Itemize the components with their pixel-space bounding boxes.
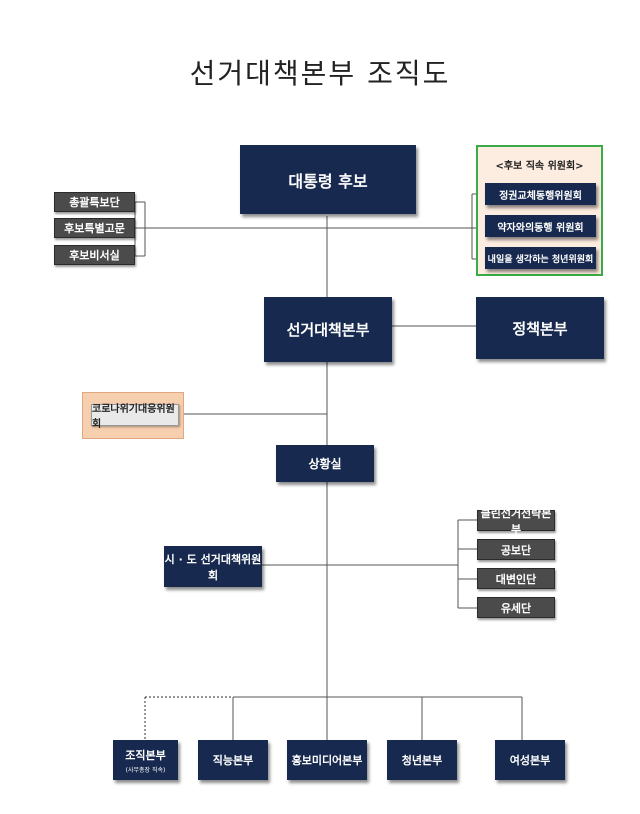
committee-item-label: 내일을 생각하는 청년위원회 [487, 254, 594, 265]
corona-committee-box: 코로나위기대응위원회 [91, 404, 179, 430]
bottom-unit-organization: 조직본부 (사무총장 직속) [113, 740, 178, 780]
situation-room-box: 상황실 [276, 445, 374, 482]
bottom-unit-sublabel: (사무총장 직속) [125, 766, 166, 774]
regional-committee-label: 시 · 도 선거대책위원회 [164, 552, 262, 582]
right-unit-4: 유세단 [477, 597, 555, 618]
aide-label: 후보특별고문 [64, 222, 125, 235]
regional-committee-box: 시 · 도 선거대책위원회 [164, 546, 262, 587]
page-title: 선거대책본부 조직도 [189, 57, 451, 90]
committee-item-3: 내일을 생각하는 청년위원회 [485, 247, 596, 269]
corona-committee-label: 코로나위기대응위원회 [92, 404, 175, 430]
committee-item-label: 약자와의동행 위원회 [497, 222, 584, 234]
bottom-unit-label: 청년본부 [401, 754, 443, 767]
policy-hq-label: 정책본부 [512, 319, 568, 338]
right-unit-label: 공보단 [500, 543, 532, 557]
right-unit-1: 클린선거전략본부 [477, 507, 555, 536]
bottom-unit-vocational: 직능본부 [198, 740, 268, 780]
corona-committee-panel: 코로나위기대응위원회 [82, 392, 184, 439]
right-unit-label: 대변인단 [495, 572, 537, 586]
aide-label: 후보비서실 [69, 249, 120, 262]
right-unit-2: 공보단 [477, 539, 555, 560]
committee-item-1: 정권교체동행위원회 [485, 183, 596, 205]
bottom-unit-media: 홍보미디어본부 [287, 740, 367, 780]
bottom-unit-label: 조직본부 [125, 748, 166, 762]
campaign-hq-label: 선거대책본부 [286, 321, 370, 339]
candidate-box: 대통령 후보 [240, 145, 416, 214]
bottom-unit-label: 홍보미디어본부 [291, 754, 363, 767]
bottom-unit-label: 직능본부 [212, 754, 254, 767]
policy-hq-box: 정책본부 [476, 297, 604, 359]
aide-box-1: 총괄특보단 [54, 192, 135, 212]
committee-item-label: 정권교체동행위원회 [499, 190, 582, 202]
aide-label: 총괄특보단 [69, 196, 120, 209]
bottom-unit-label: 여성본부 [509, 754, 551, 767]
situation-room-label: 상황실 [308, 457, 342, 471]
bottom-unit-youth: 청년본부 [387, 740, 457, 780]
right-unit-3: 대변인단 [477, 568, 555, 589]
campaign-hq-box: 선거대책본부 [264, 297, 392, 362]
right-unit-label: 클린선거전략본부 [480, 506, 552, 536]
right-unit-label: 유세단 [500, 601, 532, 615]
aide-box-3: 후보비서실 [54, 245, 135, 265]
committee-item-2: 약자와의동행 위원회 [485, 215, 596, 237]
candidate-label: 대통령 후보 [288, 171, 368, 191]
aide-box-2: 후보특별고문 [54, 218, 135, 238]
committee-header: <후보 직속 위원회> [495, 161, 584, 172]
bottom-unit-women: 여성본부 [495, 740, 565, 780]
